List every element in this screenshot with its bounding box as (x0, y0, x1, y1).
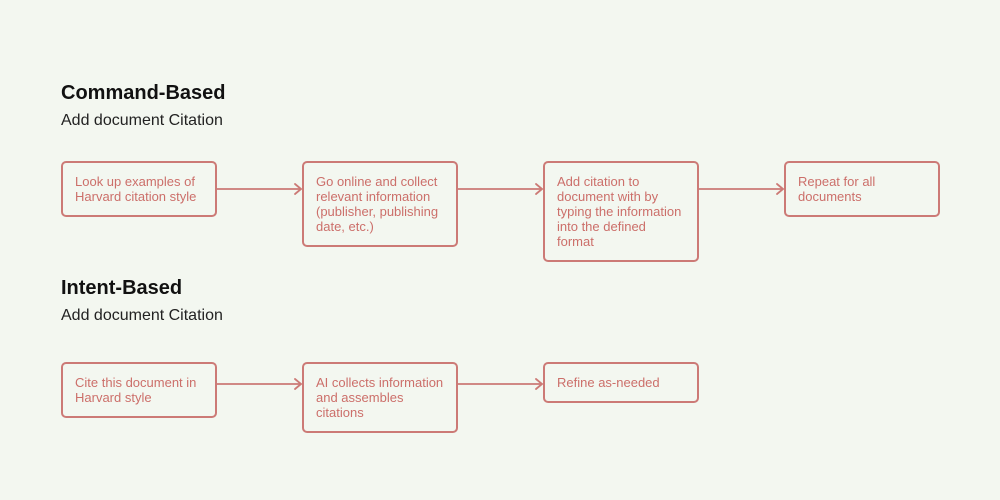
command-step-1: Look up examples of Harvard citation sty… (61, 161, 217, 217)
arrow-command-3-to-4 (698, 183, 784, 195)
intent-step-2: AI collects information and assembles ci… (302, 362, 458, 433)
intent-based-subtitle: Add document Citation (61, 307, 223, 324)
intent-step-1: Cite this document in Harvard style (61, 362, 217, 418)
command-step-4: Repeat for all documents (784, 161, 940, 217)
arrow-intent-2-to-3 (457, 378, 543, 390)
arrow-command-1-to-2 (216, 183, 302, 195)
command-step-3: Add citation to document with by typing … (543, 161, 699, 262)
intent-step-3: Refine as-needed (543, 362, 699, 403)
arrow-intent-1-to-2 (216, 378, 302, 390)
command-based-subtitle: Add document Citation (61, 112, 223, 129)
command-based-title: Command-Based (61, 82, 226, 104)
intent-based-title: Intent-Based (61, 277, 183, 299)
arrow-command-2-to-3 (457, 183, 543, 195)
command-step-2: Go online and collect relevant informati… (302, 161, 458, 247)
